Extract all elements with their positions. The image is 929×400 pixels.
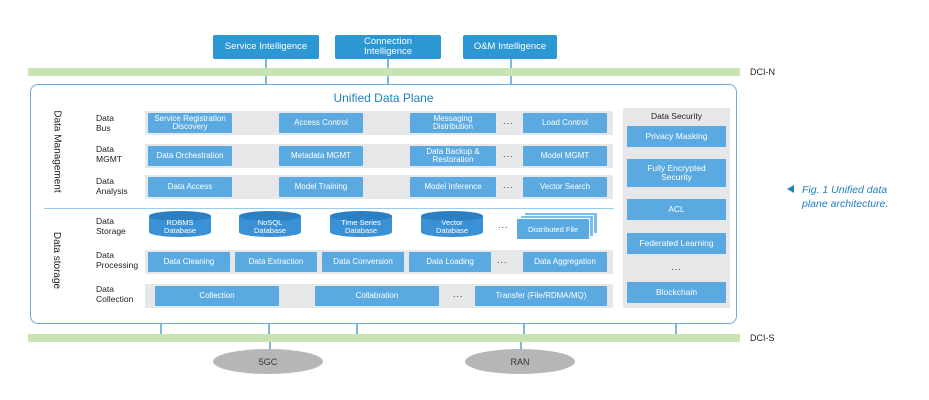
security-federated-learning: Federated Learning [627, 233, 726, 254]
security-blockchain: Blockchain [627, 282, 726, 303]
connector-line [675, 324, 677, 334]
ellipsis: ... [503, 116, 514, 126]
om-intelligence-box: O&M Intelligence [463, 35, 557, 59]
cyl-label: RDBMS Database [163, 218, 197, 235]
group-title-management: Data Management [51, 110, 63, 193]
dci-n-bus [28, 68, 740, 76]
row-label-data-bus: Data Bus [96, 113, 114, 133]
cell-data-extraction: Data Extraction [235, 252, 317, 272]
connector-line [268, 324, 270, 334]
dci-s-label: DCI-S [750, 333, 775, 343]
connector-line [160, 324, 162, 334]
database-icon-nosql: NoSQL Database [239, 211, 301, 241]
cell-service-registration: Service Registration Discovery [148, 113, 232, 133]
cell-messaging-distribution: Messaging Distribution [410, 113, 496, 133]
frame-title: Unified Data Plane [333, 91, 434, 105]
cell-load-control: Load Control [523, 113, 607, 133]
cell-transfer: Transfer (File/RDMA/MQ) [475, 286, 607, 306]
connector-line [523, 324, 525, 334]
connection-intelligence-box: Connection Intelligence [335, 35, 441, 59]
cell-data-aggregation: Data Aggregation [523, 252, 607, 272]
database-icon-vector: Vector Database [421, 211, 483, 241]
ellipsis: ... [503, 180, 514, 190]
cyl-label: NoSQL Database [253, 218, 287, 235]
group-separator [44, 208, 614, 209]
node-5gc: 5GC [213, 349, 323, 374]
cell-data-loading: Data Loading [409, 252, 491, 272]
ellipsis: ... [671, 262, 682, 272]
ellipsis: ... [453, 289, 464, 299]
connector-line [356, 324, 358, 334]
cyl-label: Time Series Database [341, 218, 381, 235]
connector-line [269, 342, 271, 350]
dci-n-label: DCI-N [750, 67, 775, 77]
figure-caption: Fig. 1 Unified data plane architecture. [802, 184, 889, 211]
data-security-title: Data Security [650, 111, 703, 121]
row-label-data-processing: Data Processing [96, 250, 139, 270]
ellipsis: ... [498, 220, 509, 230]
service-intelligence-box: Service Intelligence [213, 35, 319, 59]
group-title-storage: Data storage [51, 231, 62, 290]
security-privacy-masking: Privacy Masking [627, 126, 726, 147]
security-fully-encrypted: Fully Encrypted Security [627, 159, 726, 187]
cell-data-orchestration: Data Orchestration [148, 146, 232, 166]
database-icon-rdbms: RDBMS Database [149, 211, 211, 241]
cell-collabration: Collabration [315, 286, 439, 306]
ellipsis: ... [497, 255, 508, 265]
cell-model-mgmt: Model MGMT [523, 146, 607, 166]
cell-data-backup: Data Backup & Restoration [410, 146, 496, 166]
row-label-data-mgmt: Data MGMT [96, 144, 122, 164]
database-icon-time-series: Time Series Database [330, 211, 392, 241]
security-acl: ACL [627, 199, 726, 220]
cell-data-cleaning: Data Cleaning [148, 252, 230, 272]
dci-s-bus [28, 334, 740, 342]
cell-model-training: Model Training [279, 177, 363, 197]
cell-model-inference: Model Inference [410, 177, 496, 197]
distributed-file-label: Distributed File [516, 218, 590, 240]
row-label-data-collection: Data Collection [96, 284, 134, 304]
cyl-label: Vector Database [435, 218, 469, 235]
cell-metadata-mgmt: Metadata MGMT [279, 146, 363, 166]
cell-collection: Collection [155, 286, 279, 306]
row-label-data-analysis: Data Analysis [96, 176, 128, 196]
caption-arrow-icon [787, 185, 794, 193]
cell-data-conversion: Data Conversion [322, 252, 404, 272]
cell-vector-search: Vector Search [523, 177, 607, 197]
row-label-data-storage: Data Storage [96, 216, 126, 236]
cell-data-access: Data Access [148, 177, 232, 197]
cell-access-control: Access Control [279, 113, 363, 133]
connector-line [520, 342, 522, 350]
distributed-file-icon: Distributed File [516, 212, 598, 240]
ellipsis: ... [503, 149, 514, 159]
node-ran: RAN [465, 349, 575, 374]
